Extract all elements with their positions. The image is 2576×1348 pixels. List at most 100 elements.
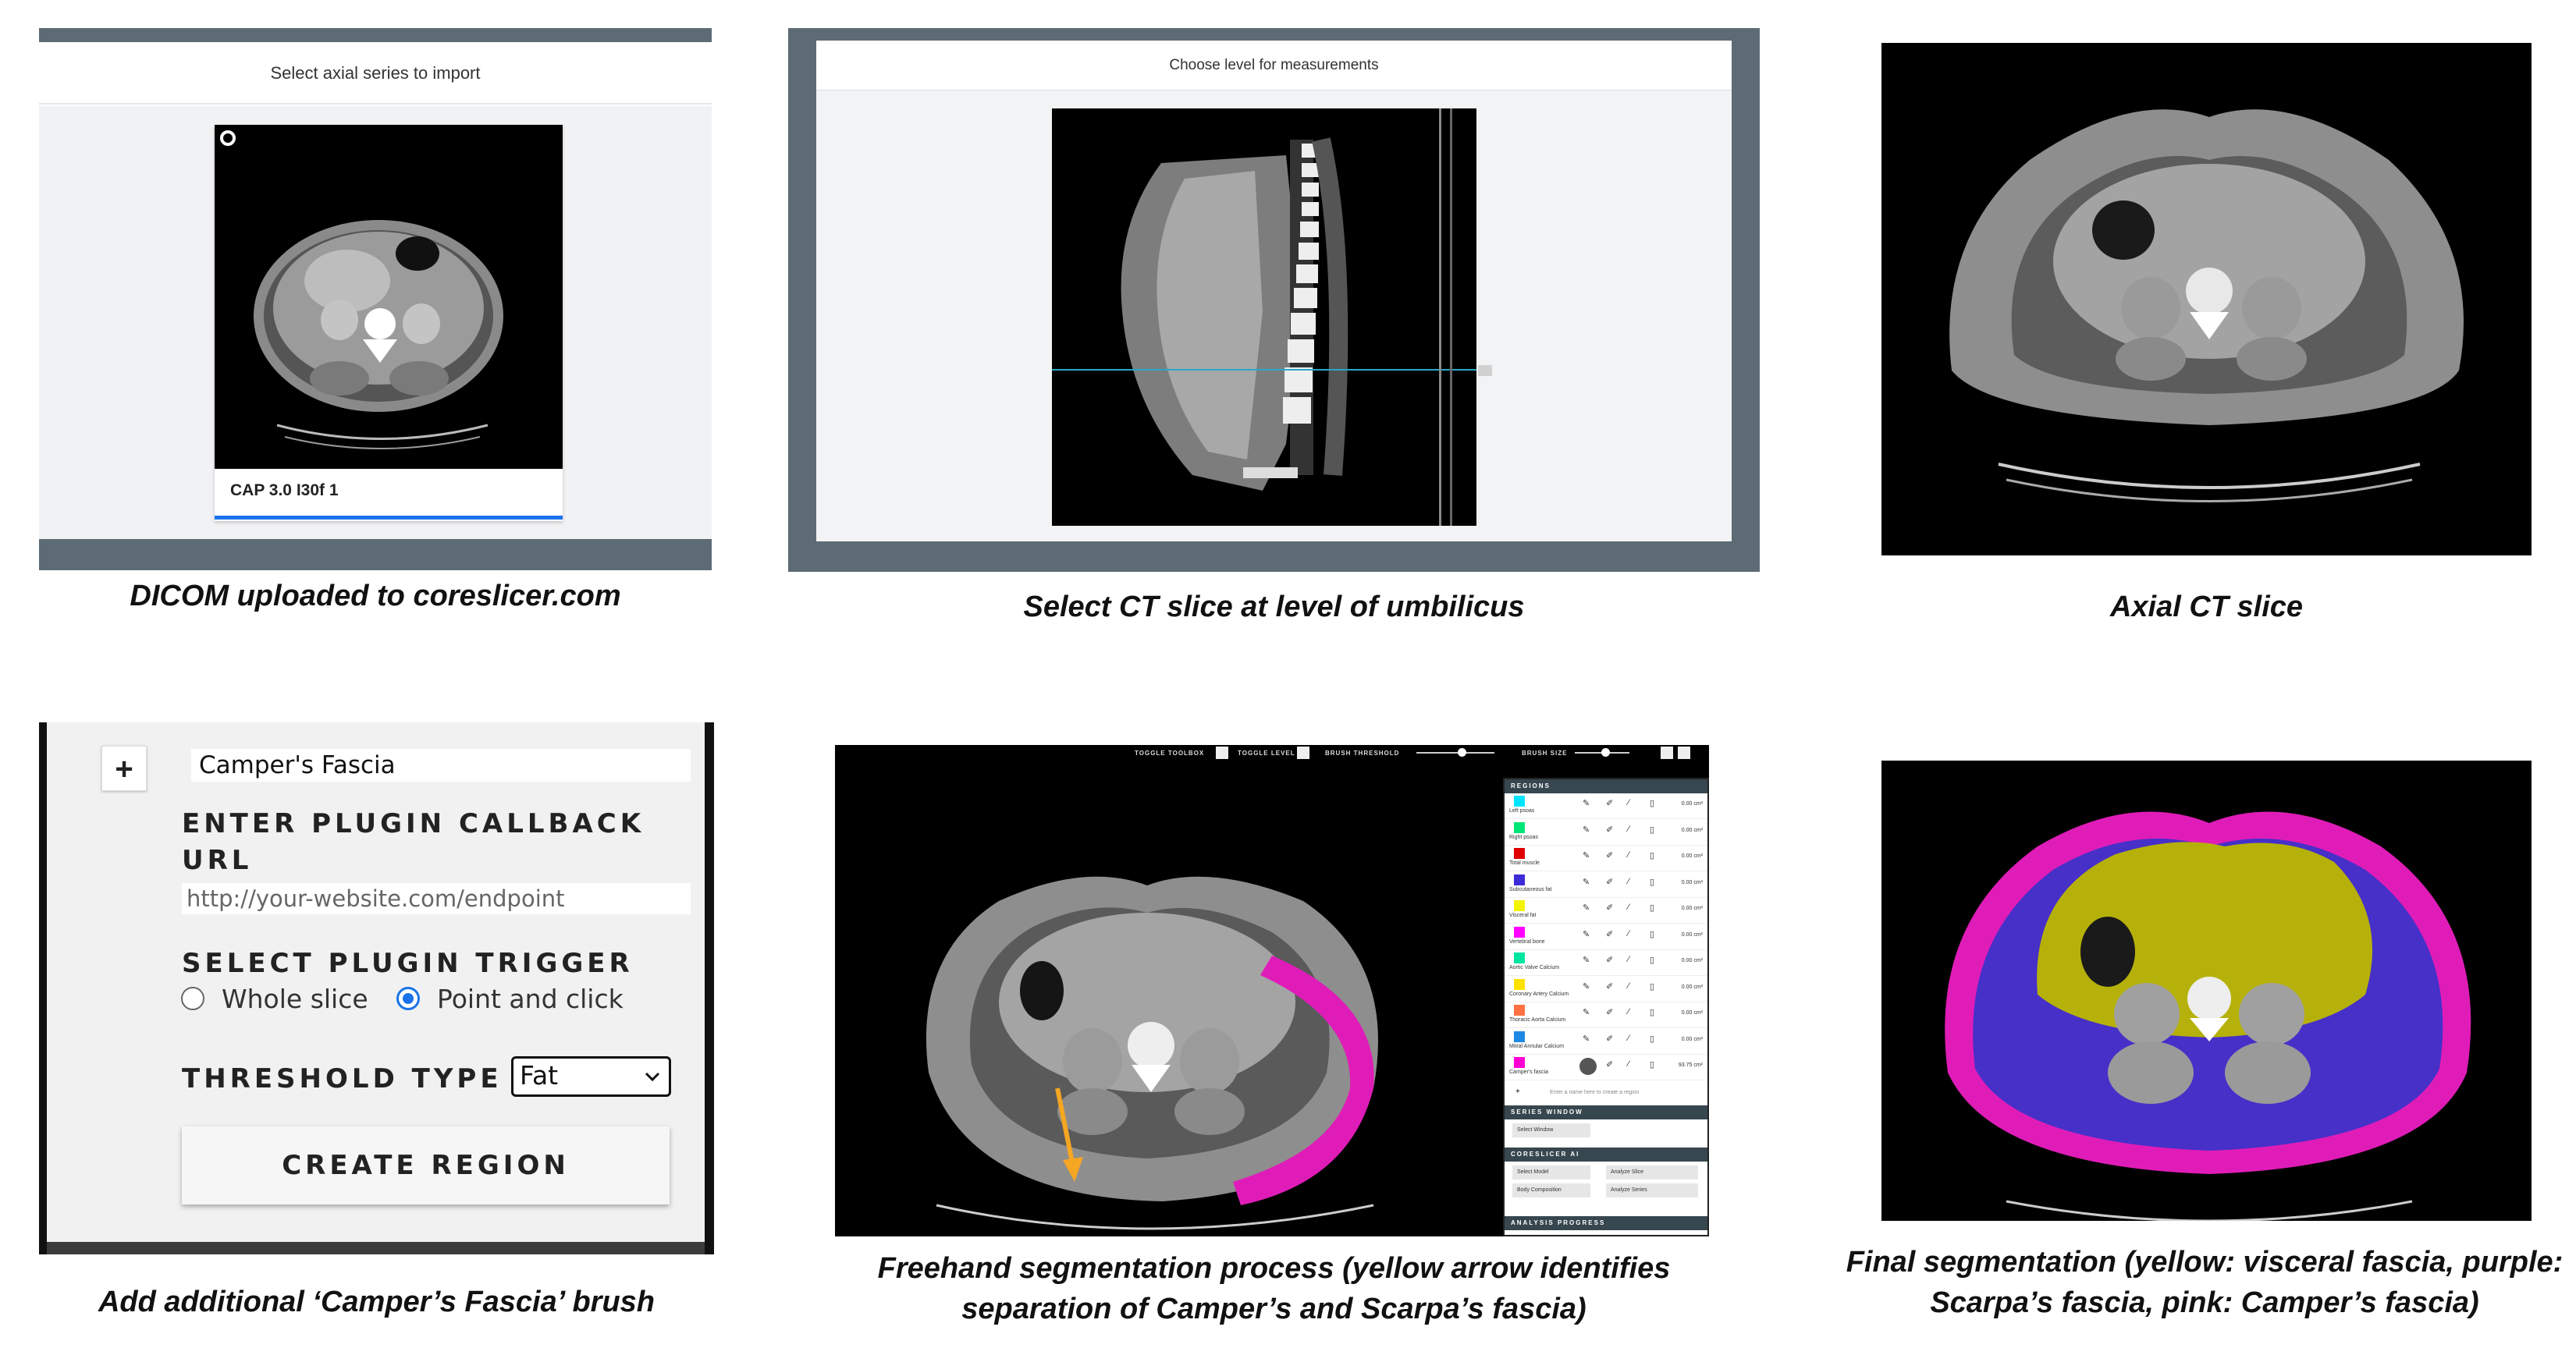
new-region-row[interactable]: + Enter a name here to create a region <box>1505 1085 1707 1102</box>
region-color-swatch[interactable] <box>1514 848 1525 859</box>
region-row[interactable]: Coronary Artery Calcium✎✐⁄▯0.00 cm² <box>1505 977 1707 1002</box>
region-row[interactable]: Mitral Annular Calcium✎✐⁄▯0.00 cm² <box>1505 1029 1707 1055</box>
trash-icon[interactable]: ▯ <box>1650 825 1655 835</box>
region-row[interactable]: Camper's fascia✎✐⁄▯93.75 cm² <box>1505 1055 1707 1080</box>
region-color-swatch[interactable] <box>1514 926 1525 938</box>
trash-icon[interactable]: ▯ <box>1650 903 1655 913</box>
trash-icon[interactable]: ▯ <box>1650 1008 1655 1017</box>
pencil-icon[interactable]: ✎ <box>1583 929 1590 939</box>
brush-icon[interactable]: ✐ <box>1606 877 1614 887</box>
trash-icon[interactable]: ▯ <box>1650 929 1655 939</box>
radio-whole-slice[interactable] <box>181 987 204 1010</box>
eraser-icon[interactable]: ⁄ <box>1628 876 1629 886</box>
brush-threshold-handle[interactable] <box>1458 748 1466 757</box>
pencil-icon[interactable]: ✎ <box>1583 981 1590 991</box>
pencil-icon[interactable]: ✎ <box>1583 851 1590 860</box>
region-color-swatch[interactable] <box>1514 900 1525 911</box>
series-card[interactable]: CAP 3.0 I30f 1 <box>215 125 563 521</box>
callback-url-input[interactable]: http://your-website.com/endpoint <box>182 883 691 914</box>
trash-icon[interactable]: ▯ <box>1650 956 1655 965</box>
select-model-dropdown[interactable]: Select Model <box>1512 1165 1590 1180</box>
region-row[interactable]: Visceral fat✎✐⁄▯0.00 cm² <box>1505 898 1707 924</box>
sagittal-ct[interactable] <box>1052 108 1476 526</box>
brush-icon[interactable]: ✐ <box>1606 851 1614 860</box>
level-handle-icon[interactable] <box>1478 365 1492 376</box>
brush-threshold-slider[interactable] <box>1416 752 1494 754</box>
active-brush-icon[interactable] <box>1579 1058 1597 1075</box>
brush-icon[interactable]: ✐ <box>1606 1034 1614 1044</box>
region-row[interactable]: Vertebral bone✎✐⁄▯0.00 cm² <box>1505 924 1707 950</box>
pencil-icon[interactable]: ✎ <box>1583 877 1590 887</box>
analyze-slice-button[interactable]: Analyze Slice <box>1606 1165 1698 1180</box>
region-color-swatch[interactable] <box>1514 821 1525 833</box>
new-region-input[interactable]: Enter a name here to create a region <box>1550 1090 1640 1095</box>
region-row[interactable]: Total muscle✎✐⁄▯0.00 cm² <box>1505 846 1707 871</box>
eraser-icon[interactable]: ⁄ <box>1628 1059 1629 1069</box>
trash-icon[interactable]: ▯ <box>1650 851 1655 860</box>
trash-icon[interactable]: ▯ <box>1650 877 1655 887</box>
body-composition-option[interactable]: Body Composition <box>1512 1183 1590 1197</box>
radio-point-and-click[interactable] <box>396 987 420 1010</box>
callback-label-line2: URL <box>182 845 253 876</box>
eraser-icon[interactable]: ⁄ <box>1628 1007 1629 1016</box>
undo-icon[interactable] <box>1661 747 1673 759</box>
pencil-icon[interactable]: ✎ <box>1583 825 1590 835</box>
region-color-swatch[interactable] <box>1514 796 1525 807</box>
brush-icon[interactable]: ✐ <box>1606 981 1614 991</box>
brush-icon[interactable]: ✐ <box>1606 903 1614 913</box>
brush-icon[interactable]: ✐ <box>1606 1060 1614 1070</box>
select-window-dropdown[interactable]: Select Window <box>1512 1123 1590 1137</box>
brush-name-field[interactable]: Camper's Fascia <box>191 749 691 782</box>
caption-panel6-line1: Final segmentation (yellow: visceral fas… <box>1846 1246 2564 1279</box>
trash-icon[interactable]: ▯ <box>1650 981 1655 991</box>
pencil-icon[interactable]: ✎ <box>1583 1034 1590 1044</box>
brush-icon[interactable]: ✐ <box>1606 799 1614 808</box>
trash-icon[interactable]: ▯ <box>1650 799 1655 808</box>
eraser-icon[interactable]: ⁄ <box>1628 850 1629 860</box>
add-region-button[interactable]: + <box>101 746 147 791</box>
toggle-toolbox-button[interactable]: TOGGLE TOOLBOX <box>1135 750 1205 757</box>
eraser-icon[interactable]: ⁄ <box>1628 903 1629 912</box>
eraser-icon[interactable]: ⁄ <box>1628 824 1629 834</box>
region-row[interactable]: Subcutaneous fat✎✐⁄▯0.00 cm² <box>1505 872 1707 898</box>
region-color-swatch[interactable] <box>1514 874 1525 885</box>
pencil-icon[interactable]: ✎ <box>1583 903 1590 913</box>
region-name: Total muscle <box>1509 860 1540 866</box>
region-row[interactable]: Thoracic Aorta Calcium✎✐⁄▯0.00 cm² <box>1505 1002 1707 1028</box>
eraser-icon[interactable]: ⁄ <box>1628 798 1629 807</box>
pencil-icon[interactable]: ✎ <box>1583 799 1590 808</box>
pencil-icon[interactable]: ✎ <box>1583 956 1590 965</box>
threshold-select[interactable]: Fat <box>511 1056 671 1097</box>
redo-icon[interactable] <box>1678 747 1690 759</box>
brush-size-handle[interactable] <box>1601 748 1610 757</box>
region-color-swatch[interactable] <box>1514 1005 1525 1016</box>
region-color-swatch[interactable] <box>1514 978 1525 990</box>
toggle-toolbox-switch[interactable] <box>1216 747 1228 759</box>
radio-select-icon[interactable] <box>220 130 236 146</box>
region-area: 0.00 cm² <box>1681 1010 1703 1016</box>
trash-icon[interactable]: ▯ <box>1650 1060 1655 1070</box>
toggle-level-button[interactable]: TOGGLE LEVEL <box>1238 750 1295 757</box>
region-color-swatch[interactable] <box>1514 1031 1525 1042</box>
eraser-icon[interactable]: ⁄ <box>1628 928 1629 938</box>
region-name: Vertebral bone <box>1509 938 1545 945</box>
region-row[interactable]: Right psoas✎✐⁄▯0.00 cm² <box>1505 820 1707 846</box>
create-region-button[interactable]: CREATE REGION <box>182 1126 670 1204</box>
eraser-icon[interactable]: ⁄ <box>1628 1033 1629 1043</box>
segmentation-ct[interactable] <box>835 745 1506 1236</box>
region-row[interactable]: Left psoas✎✐⁄▯0.00 cm² <box>1505 793 1707 819</box>
brush-icon[interactable]: ✐ <box>1606 825 1614 835</box>
region-row[interactable]: Aortic Valve Calcium✎✐⁄▯0.00 cm² <box>1505 950 1707 976</box>
region-color-swatch[interactable] <box>1514 1057 1525 1068</box>
region-color-swatch[interactable] <box>1514 952 1525 963</box>
toggle-level-switch[interactable] <box>1297 747 1309 759</box>
eraser-icon[interactable]: ⁄ <box>1628 981 1629 991</box>
pencil-icon[interactable]: ✎ <box>1583 1008 1590 1017</box>
brush-icon[interactable]: ✐ <box>1606 929 1614 939</box>
brush-icon[interactable]: ✐ <box>1606 1008 1614 1017</box>
top-bar <box>39 28 712 42</box>
trash-icon[interactable]: ▯ <box>1650 1034 1655 1044</box>
brush-icon[interactable]: ✐ <box>1606 956 1614 965</box>
eraser-icon[interactable]: ⁄ <box>1628 955 1629 964</box>
analyze-series-button[interactable]: Analyze Series <box>1606 1183 1698 1197</box>
